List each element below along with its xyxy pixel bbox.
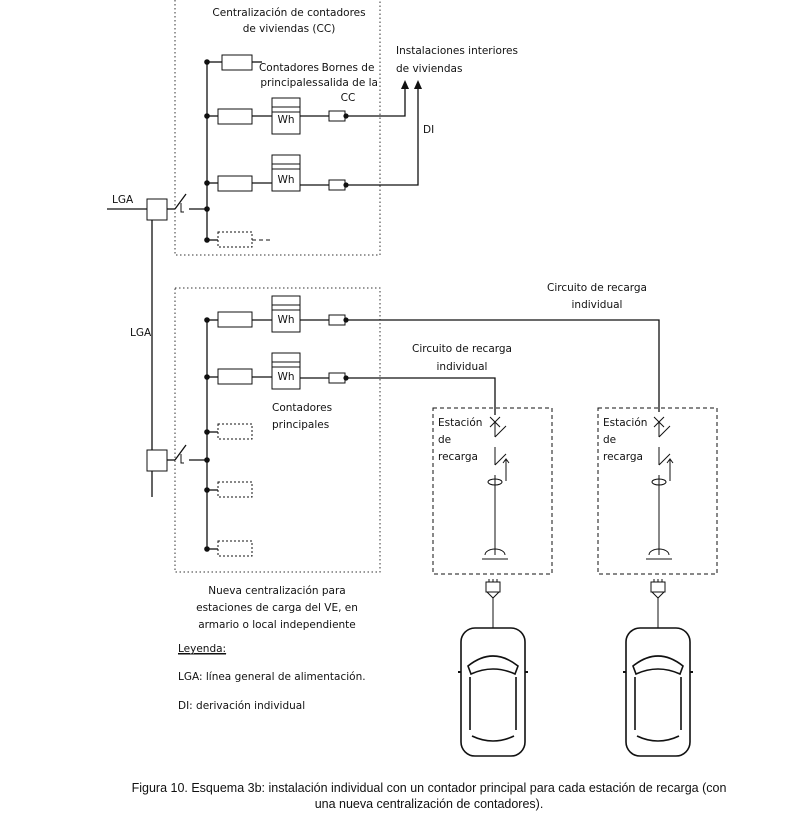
new-centralization-enclosure xyxy=(174,287,381,573)
switch-bottom xyxy=(174,444,187,461)
estacion-left-label-2: de xyxy=(438,434,451,446)
protection-box-bottom xyxy=(146,449,168,472)
legend-title: Leyenda: xyxy=(178,643,226,655)
fuse-box-4-spare xyxy=(217,231,253,248)
legend-di: DI: derivación individual xyxy=(178,700,305,712)
terminal-b2 xyxy=(328,372,346,384)
fuse-box-3 xyxy=(217,175,253,192)
protection-box-top xyxy=(146,198,168,221)
lga-label-top: LGA xyxy=(112,194,134,206)
figure-caption-line2: una nueva centralización de contadores). xyxy=(315,797,544,811)
cc-title-line2: de viviendas (CC) xyxy=(243,23,336,35)
switch-top xyxy=(174,193,187,210)
station-left-internals xyxy=(482,416,510,560)
terminal-2 xyxy=(328,179,346,191)
nueva-label-1: Nueva centralización para xyxy=(208,585,345,597)
instalaciones-label-1: Instalaciones interiores xyxy=(396,45,518,57)
estacion-right-label-3: recarga xyxy=(603,451,643,463)
meter-label: Wh xyxy=(277,114,294,126)
fuse-box-b1 xyxy=(217,311,253,328)
meter-label: Wh xyxy=(277,371,294,383)
bornes-label-1: Bornes de xyxy=(322,62,375,74)
cc-title-line1: Centralización de contadores xyxy=(212,7,365,19)
lga-label-mid: LGA xyxy=(130,327,152,339)
fuse-box-1 xyxy=(221,54,253,71)
fuse-box-b2 xyxy=(217,368,253,385)
circuito-right-label-1: Circuito de recarga xyxy=(547,282,647,294)
terminal-1 xyxy=(328,110,346,122)
fuse-box-b4-spare xyxy=(217,481,253,498)
car-left xyxy=(458,627,528,757)
fuse-box-2 xyxy=(217,108,253,125)
estacion-left-label-3: recarga xyxy=(438,451,478,463)
car-right xyxy=(623,627,693,757)
nueva-label-3: armario o local independiente xyxy=(198,619,356,631)
fuse-box-b3-spare xyxy=(217,423,253,440)
circuito-right-label-2: individual xyxy=(572,299,623,311)
estacion-left-label-1: Estación xyxy=(438,417,482,429)
estacion-right-label-2: de xyxy=(603,434,616,446)
plug-left xyxy=(485,579,501,628)
estacion-right-label-1: Estación xyxy=(603,417,647,429)
legend-lga: LGA: línea general de alimentación. xyxy=(178,671,366,683)
bornes-label-3: CC xyxy=(341,92,356,104)
contadores-label-2: principales xyxy=(260,77,317,89)
di-label: DI xyxy=(423,124,434,136)
plug-right xyxy=(650,579,666,628)
meter-label: Wh xyxy=(277,314,294,326)
charging-circuit-right-line xyxy=(346,319,660,412)
instalaciones-label-2: de viviendas xyxy=(396,63,462,75)
figure-caption-line1: Figura 10. Esquema 3b: instalación indiv… xyxy=(132,781,727,795)
contadores-b-label-2: principales xyxy=(272,419,329,431)
charging-station-right xyxy=(597,407,718,575)
contadores-label-1: Contadores xyxy=(259,62,319,74)
fuse-box-b5-spare xyxy=(217,540,253,557)
terminal-b1 xyxy=(328,314,346,326)
charging-circuit-left-line xyxy=(346,377,496,415)
contadores-b-label-1: Contadores xyxy=(272,402,332,414)
nueva-label-2: estaciones de carga del VE, en xyxy=(196,602,358,614)
cc-enclosure xyxy=(174,0,381,256)
bornes-label-2: salida de la xyxy=(318,77,378,89)
circuito-left-label-1: Circuito de recarga xyxy=(412,343,512,355)
circuito-left-label-2: individual xyxy=(437,361,488,373)
charging-station-left xyxy=(432,407,553,575)
station-right-internals xyxy=(646,416,674,560)
meter-label: Wh xyxy=(277,174,294,186)
